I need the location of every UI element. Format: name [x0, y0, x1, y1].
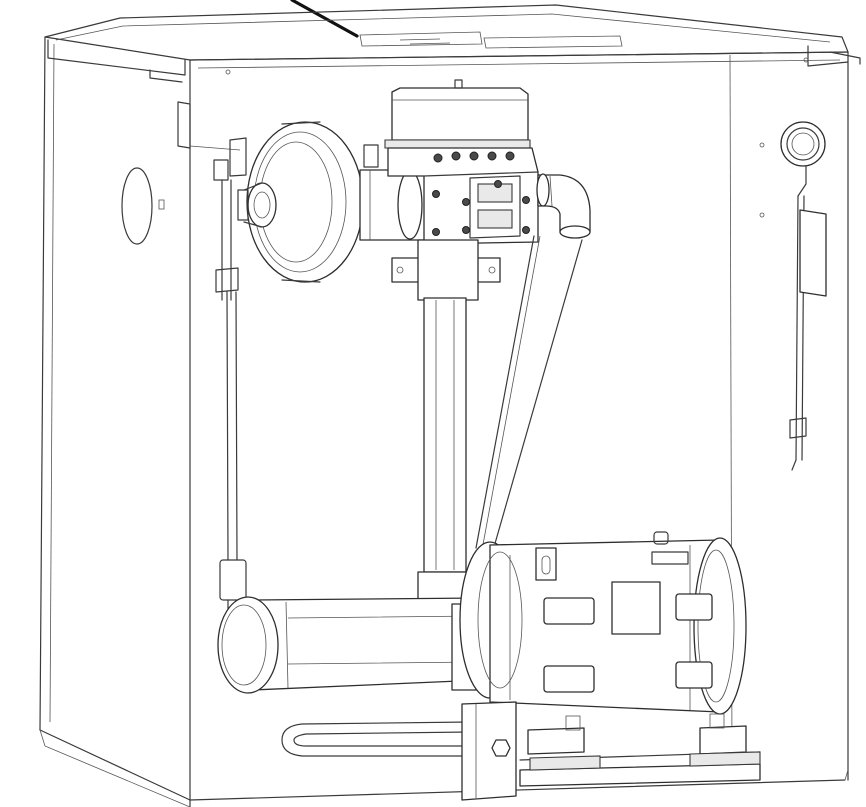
- coil-pipe-icon: [281, 721, 471, 757]
- blower-wheel-icon: [237, 121, 364, 283]
- control-rod-icon: [213, 137, 247, 641]
- vertical-pipe-icon: [391, 239, 501, 601]
- electric-motor-icon: [459, 531, 747, 715]
- burner-tube-icon: [217, 596, 487, 694]
- elbow-pipe-icon: [536, 173, 591, 239]
- leader-arrow-icon: [290, 0, 359, 38]
- pressure-gauge-icon: [780, 121, 827, 471]
- drive-belt-icon: [475, 235, 583, 555]
- mounting-base-icon: [461, 701, 761, 801]
- inlet-pipe-icon: [359, 144, 431, 241]
- gas-valve-icon: [384, 79, 539, 245]
- enclosure-cabinet-icon: [39, 4, 861, 807]
